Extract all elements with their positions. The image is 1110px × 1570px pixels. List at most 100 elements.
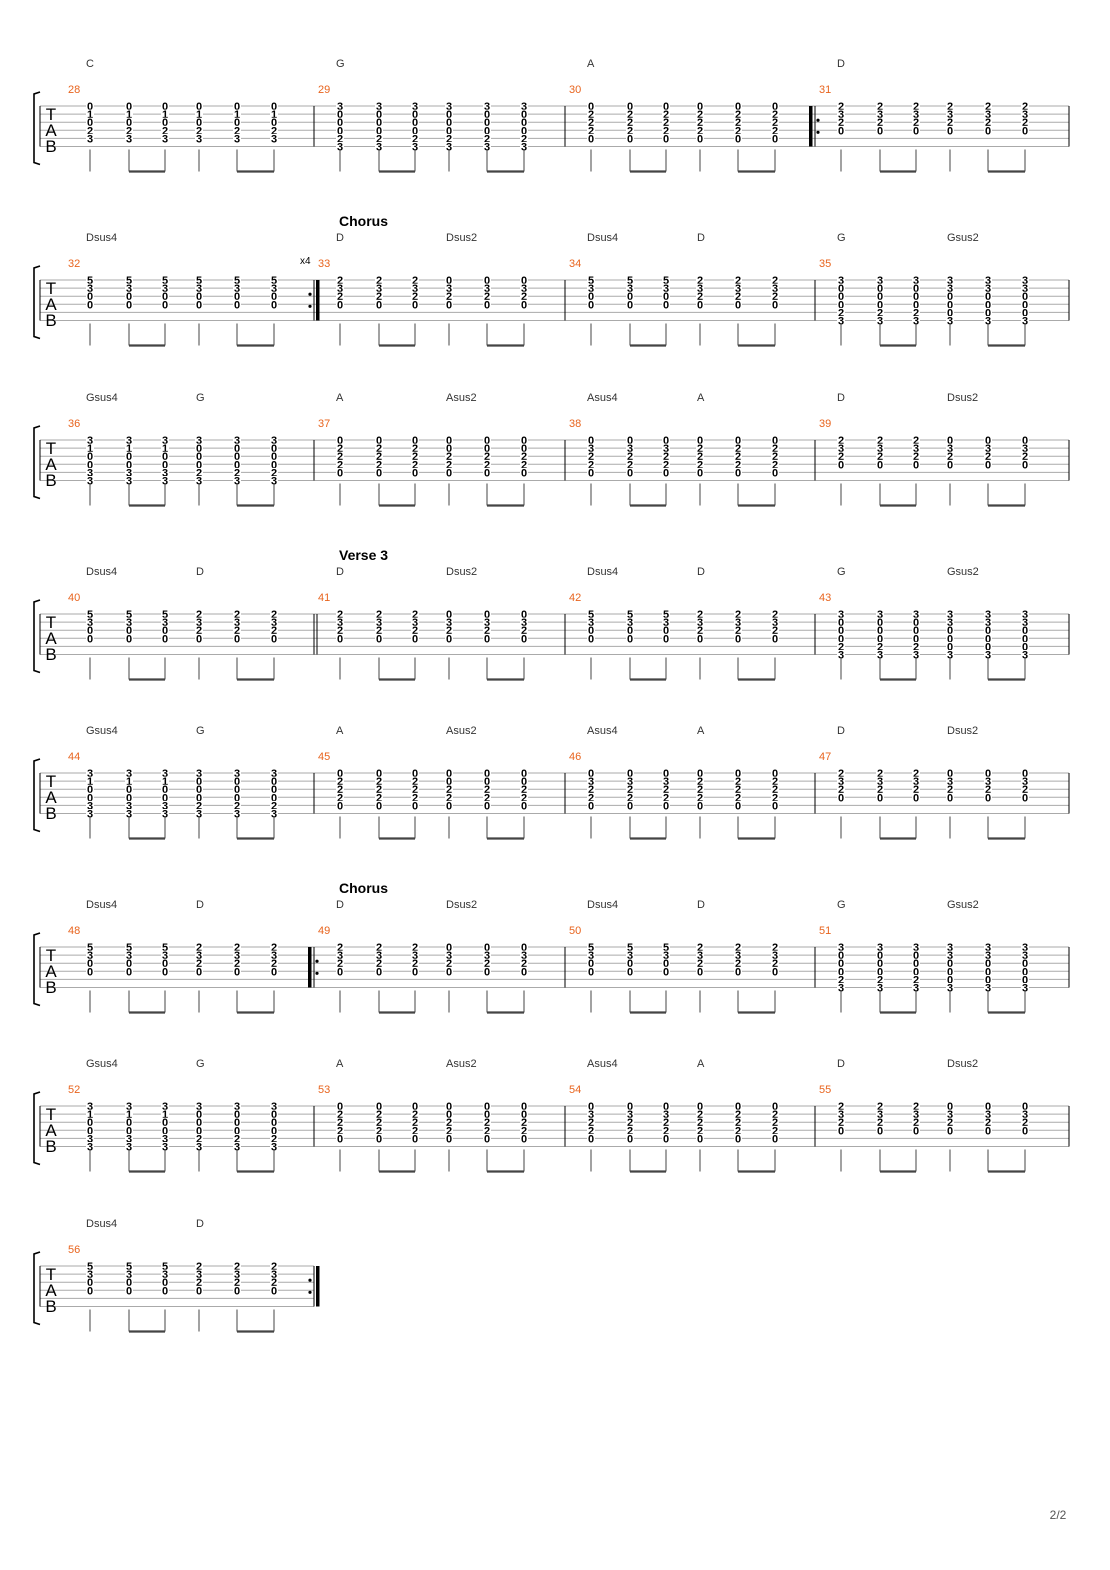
fret-number: 3 — [87, 768, 93, 780]
tab-clef-letter: T — [46, 772, 56, 791]
fret-number: 2 — [772, 275, 778, 287]
chord-name: A — [587, 58, 595, 70]
fret-number: 3 — [1022, 275, 1028, 287]
fret-background — [270, 784, 278, 794]
fret-number: 0 — [947, 459, 953, 471]
fret-number: 3 — [913, 942, 919, 954]
fret-number: 3 — [663, 950, 669, 962]
fret-number: 0 — [697, 133, 703, 145]
fret-background — [1021, 125, 1029, 135]
fret-background — [771, 1125, 779, 1135]
fret-number: 0 — [484, 966, 490, 978]
fret-number: 3 — [376, 283, 382, 295]
fret-number: 0 — [627, 1101, 633, 1113]
fret-number: 0 — [697, 1101, 703, 1113]
fret-background — [696, 467, 704, 477]
fret-background — [270, 275, 278, 285]
fret-background — [125, 275, 133, 285]
fret-number: 2 — [484, 792, 490, 804]
fret-background — [984, 641, 992, 651]
fret-background — [734, 275, 742, 285]
fret-background — [270, 609, 278, 619]
chord-name: Dsus4 — [587, 566, 618, 578]
fret-background — [336, 942, 344, 952]
fret-background — [876, 283, 884, 293]
tab-clef-letter: T — [46, 105, 56, 124]
fret-background — [270, 291, 278, 301]
fret-background — [1021, 776, 1029, 786]
fret-number: 3 — [985, 109, 991, 121]
fret-number: 2 — [337, 776, 343, 788]
fret-background — [195, 617, 203, 627]
fret-number: 5 — [87, 942, 93, 954]
fret-number: 2 — [627, 792, 633, 804]
fret-background — [837, 650, 845, 659]
fret-number: 3 — [521, 142, 527, 154]
fret-number: 3 — [126, 1142, 132, 1154]
repeat-count: x4 — [300, 256, 311, 267]
fret-number: 3 — [126, 133, 132, 145]
fret-number: 0 — [234, 776, 240, 788]
fret-background — [445, 451, 453, 461]
fret-background — [125, 101, 133, 111]
fret-background — [411, 435, 419, 445]
fret-background — [837, 443, 845, 453]
fret-background — [270, 625, 278, 635]
fret-background — [445, 459, 453, 469]
fret-background — [771, 1117, 779, 1127]
fret-number: 0 — [521, 1133, 527, 1145]
fret-number: 3 — [196, 283, 202, 295]
fret-number: 0 — [588, 800, 594, 812]
fret-number: 0 — [697, 467, 703, 479]
fret-background — [912, 625, 920, 635]
fret-background — [195, 1261, 203, 1271]
fret-number: 3 — [162, 1133, 168, 1145]
fret-background — [1021, 974, 1029, 984]
fret-background — [336, 768, 344, 778]
fret-background — [734, 109, 742, 119]
fret-background — [270, 435, 278, 445]
tab-clef-letter: B — [45, 471, 56, 490]
fret-number: 3 — [196, 1269, 202, 1281]
fret-background — [375, 1125, 383, 1135]
fret-background — [587, 1117, 595, 1127]
fret-number: 0 — [271, 299, 277, 311]
fret-number: 0 — [337, 966, 343, 978]
fret-background — [270, 633, 278, 643]
fret-number: 0 — [985, 768, 991, 780]
fret-number: 3 — [446, 142, 452, 154]
fret-number: 0 — [446, 1101, 452, 1113]
fret-background — [734, 966, 742, 976]
fret-number: 3 — [627, 950, 633, 962]
fret-background — [912, 768, 920, 778]
fret-number: 3 — [663, 776, 669, 788]
fret-background — [445, 299, 453, 309]
fret-background — [336, 275, 344, 285]
fret-number: 2 — [337, 1125, 343, 1137]
fret-number: 3 — [588, 950, 594, 962]
bar-number: 31 — [819, 84, 831, 96]
fret-background — [946, 117, 954, 127]
fret-background — [1021, 1125, 1029, 1135]
fret-number: 3 — [985, 283, 991, 295]
fret-number: 0 — [484, 299, 490, 311]
fret-background — [1021, 299, 1029, 309]
fret-number: 3 — [663, 443, 669, 455]
fret-number: 0 — [87, 1277, 93, 1289]
fret-number: 2 — [772, 117, 778, 129]
tab-clef-letter: A — [45, 788, 57, 807]
fret-number: 0 — [947, 768, 953, 780]
fret-number: 0 — [126, 117, 132, 129]
fret-number: 0 — [412, 299, 418, 311]
fret-background — [984, 275, 992, 285]
fret-background — [662, 966, 670, 976]
fret-background — [375, 101, 383, 111]
fret-number: 3 — [627, 443, 633, 455]
fret-number: 2 — [627, 109, 633, 121]
fret-number: 2 — [484, 459, 490, 471]
fret-number: 0 — [376, 125, 382, 137]
fret-number: 0 — [985, 435, 991, 447]
fret-number: 0 — [838, 966, 844, 978]
fret-background — [696, 966, 704, 976]
fret-number: 2 — [1022, 101, 1028, 113]
